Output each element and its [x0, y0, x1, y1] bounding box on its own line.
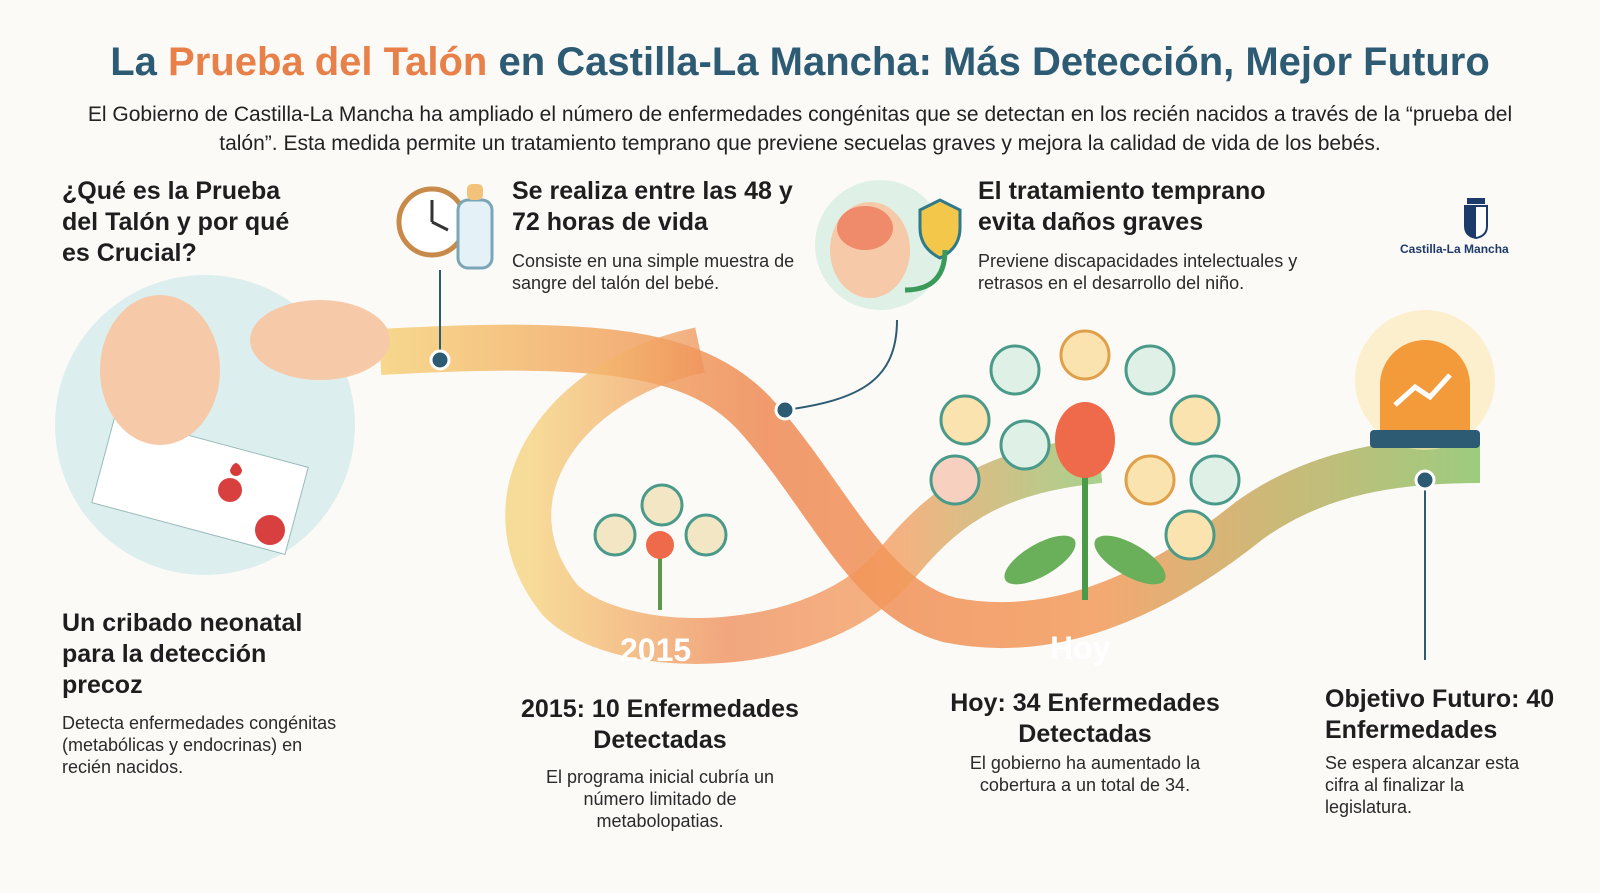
future-text: Se espera alcanzar esta cifra al finaliz… [1325, 753, 1520, 817]
treatment-heading: El tratamiento temprano evita daños grav… [978, 177, 1266, 236]
castilla-la-mancha-logo-emblem [1464, 198, 1488, 240]
2015-heading: 2015: 10 Enfermedades Detectadas [521, 695, 799, 754]
logo-text: Castilla-La Mancha [1400, 242, 1509, 256]
timing-text: Consiste en una simple muestra de sangre… [512, 251, 795, 293]
screening-heading: Un cribado neonatal para la detección pr… [62, 609, 303, 699]
today-text: El gobierno ha aumentado la cobertura a … [969, 753, 1201, 795]
today-label: Hoy [1050, 630, 1111, 666]
page-title: La Prueba del Talón en Castilla-La Manch… [110, 40, 1490, 84]
shield-icon [918, 198, 962, 260]
screening-text: Detecta enfermedades congénitas (metaból… [62, 713, 337, 777]
timeline-dot [429, 349, 451, 371]
alarm-light-icon [1355, 310, 1495, 450]
intro-text: El Gobierno de Castilla-La Mancha ha amp… [87, 103, 1513, 155]
plant-today-illustration [929, 329, 1241, 600]
what-heading: ¿Qué es la Prueba del Talón y por qué es… [62, 177, 290, 267]
year-2015-label: 2015 [620, 632, 692, 668]
timing-heading: Se realiza entre las 48 y 72 horas de vi… [512, 177, 793, 236]
timeline-dot [774, 399, 796, 421]
today-heading: Hoy: 34 Enfermedades Detectadas [950, 689, 1220, 748]
timeline-dot [1414, 469, 1436, 491]
2015-text: El programa inicial cubría un número lim… [545, 767, 775, 831]
future-heading: Objetivo Futuro: 40 Enfermedades [1325, 685, 1555, 744]
baby-bottle-icon [456, 198, 494, 270]
plant-2015-illustration [593, 483, 728, 610]
treatment-text: Previene discapacidades intelectuales y … [978, 251, 1298, 293]
